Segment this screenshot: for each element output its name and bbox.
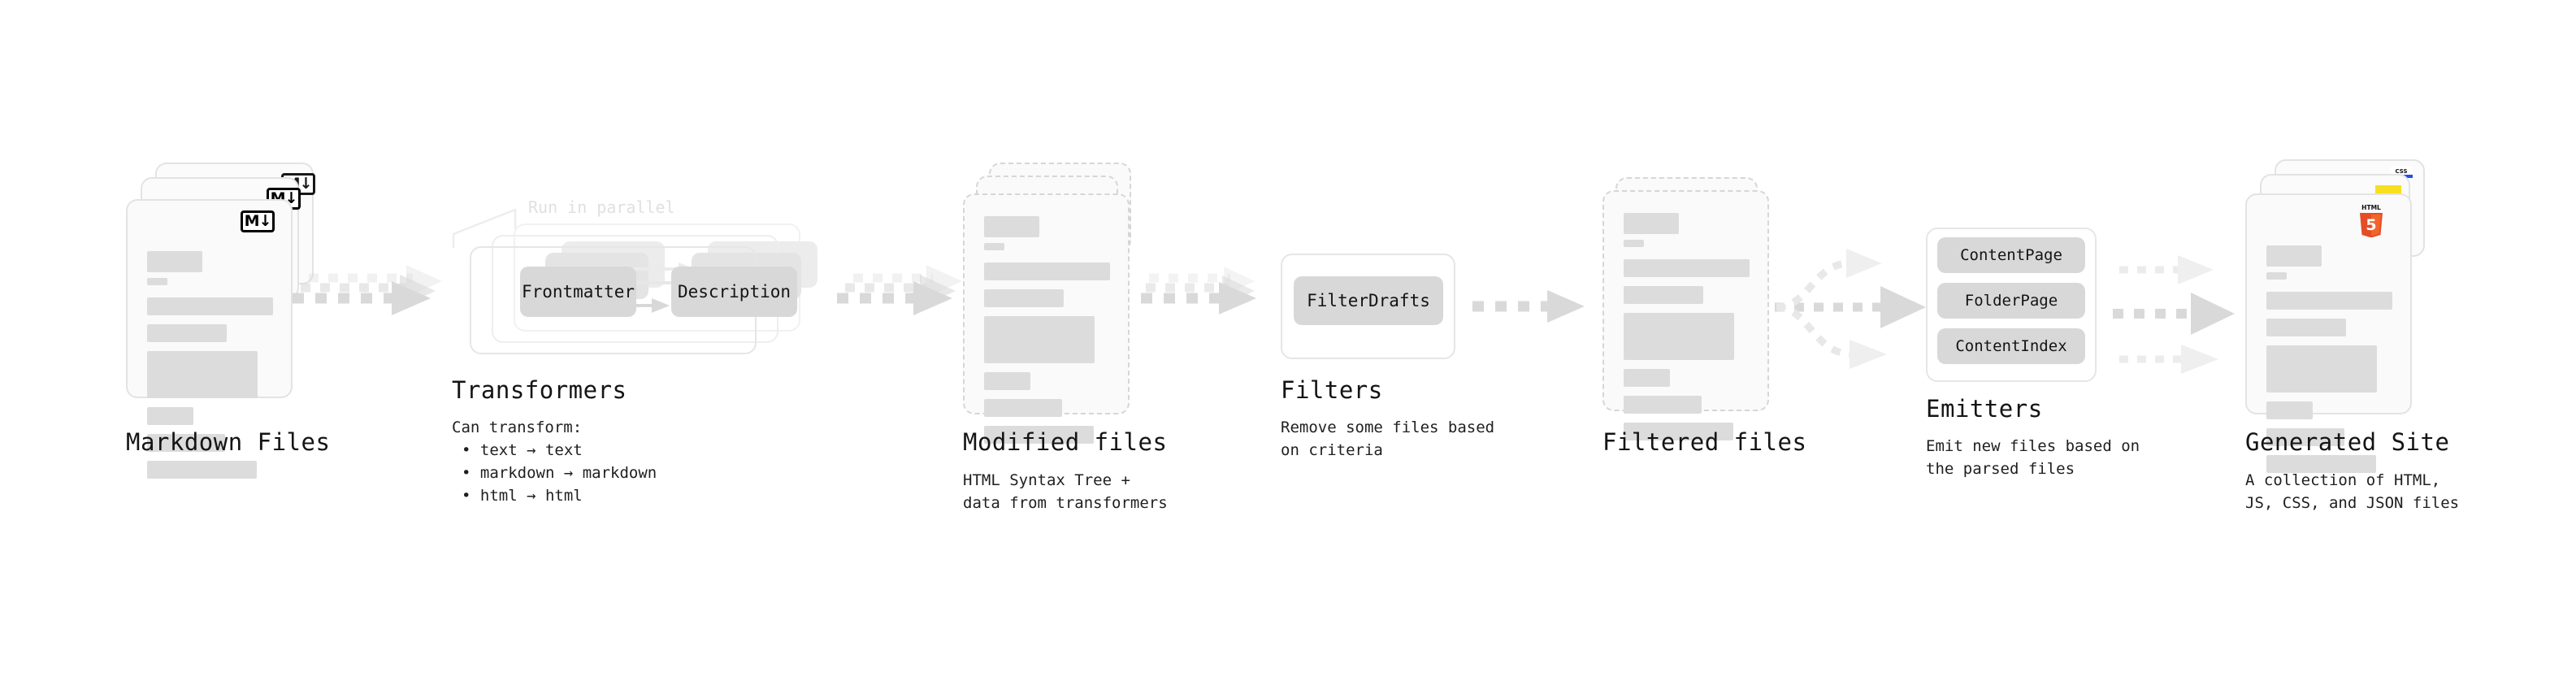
markdown-files-title: Markdown Files (126, 428, 331, 456)
content-line (2266, 401, 2314, 419)
run-in-parallel-bracket (452, 208, 517, 249)
content-line (2266, 272, 2287, 280)
filtered-card-content (1624, 213, 1750, 449)
transformers-title: Transformers (452, 376, 627, 404)
emitters-groupbox (1926, 228, 2097, 382)
generated-site-description: A collection of HTML, JS, CSS, and JSON … (2245, 471, 2460, 513)
emitter-chip-contentindex[interactable]: ContentIndex (1937, 328, 2085, 364)
filtered-files-stack (1602, 177, 1789, 440)
markdown-card-front: M↓ (126, 199, 293, 479)
content-line (1624, 240, 1644, 247)
content-line (1624, 213, 1680, 234)
generated-site-stack: CSS HTML 5 (2245, 159, 2440, 473)
filter-chip-filterdrafts[interactable]: FilterDrafts (1294, 276, 1443, 325)
filters-groupbox (1281, 254, 1455, 359)
content-line (147, 278, 167, 285)
content-line (984, 399, 1063, 417)
arrow-transformers-to-modified (837, 265, 962, 315)
emitter-chip-folderpage[interactable]: FolderPage (1937, 283, 2085, 319)
svg-text:5: 5 (2366, 216, 2376, 234)
content-line (147, 461, 257, 479)
content-line (147, 324, 227, 342)
content-line (147, 407, 194, 425)
content-line (984, 262, 1110, 280)
transformers-bullet-0: • text → text (462, 441, 583, 459)
content-line (147, 351, 258, 398)
emitters-description: Emit new files based on the parsed files (1926, 437, 2140, 479)
content-line (2266, 245, 2322, 267)
arrow-filtered-to-emitters (1775, 249, 1926, 369)
filtered-card-front (1602, 190, 1769, 440)
modified-files-description: HTML Syntax Tree + data from transformer… (963, 471, 1168, 513)
content-line (2266, 428, 2345, 446)
markdown-files-stack: M↓ M↓ M↓ (126, 163, 315, 479)
content-line (984, 289, 1064, 307)
modified-card-front (963, 193, 1130, 444)
content-line (984, 216, 1040, 237)
site-card-front: HTML 5 (2245, 193, 2412, 473)
content-line (984, 243, 1004, 250)
html5-icon: HTML 5 (2357, 203, 2385, 238)
transformer-chip-description[interactable]: Description (671, 267, 797, 317)
transformers-bullet-2: • html → html (462, 487, 583, 505)
content-line (984, 316, 1095, 363)
svg-text:HTML: HTML (2361, 204, 2381, 211)
site-card-content (2266, 245, 2392, 482)
markdown-card-content (147, 251, 273, 488)
modified-card-content (984, 216, 1110, 453)
arrow-modified-to-filters (1141, 267, 1256, 314)
filters-title: Filters (1281, 376, 1383, 404)
transformers-description-head: Can transform: (452, 419, 583, 436)
content-line (1624, 313, 1735, 360)
markdown-icon-front: M↓ (241, 210, 275, 232)
content-line (147, 251, 203, 272)
arrow-filters-to-filtered (1472, 290, 1585, 323)
content-line (1624, 423, 1733, 440)
generated-site-title: Generated Site (2245, 428, 2450, 456)
content-line (984, 426, 1094, 444)
emitter-chip-contentpage[interactable]: ContentPage (1937, 237, 2085, 273)
filtered-files-title: Filtered files (1602, 428, 1807, 456)
content-line (1624, 259, 1750, 277)
filters-description: Remove some files based on criteria (1281, 419, 1495, 460)
content-line (2266, 455, 2376, 473)
content-line (984, 372, 1031, 390)
emitters-title: Emitters (1926, 395, 2043, 423)
content-line (1624, 396, 1702, 414)
css-icon-label: CSS (2395, 168, 2408, 175)
content-line (2266, 345, 2378, 393)
content-line (2266, 319, 2346, 336)
transformers-stack: Frontmatter Description (452, 223, 826, 362)
modified-files-stack (963, 163, 1150, 444)
content-line (1624, 286, 1703, 304)
content-line (1624, 369, 1671, 387)
modified-files-title: Modified files (963, 428, 1168, 456)
run-in-parallel-label: Run in parallel (528, 197, 675, 217)
content-line (147, 434, 226, 452)
arrow-markdown-to-transformers (293, 265, 442, 315)
content-line (147, 297, 273, 315)
arrow-emitters-to-site (2113, 255, 2235, 374)
content-line (2266, 292, 2392, 310)
transformer-chip-frontmatter[interactable]: Frontmatter (520, 267, 636, 317)
transformers-bullet-1: • markdown → markdown (462, 464, 657, 482)
